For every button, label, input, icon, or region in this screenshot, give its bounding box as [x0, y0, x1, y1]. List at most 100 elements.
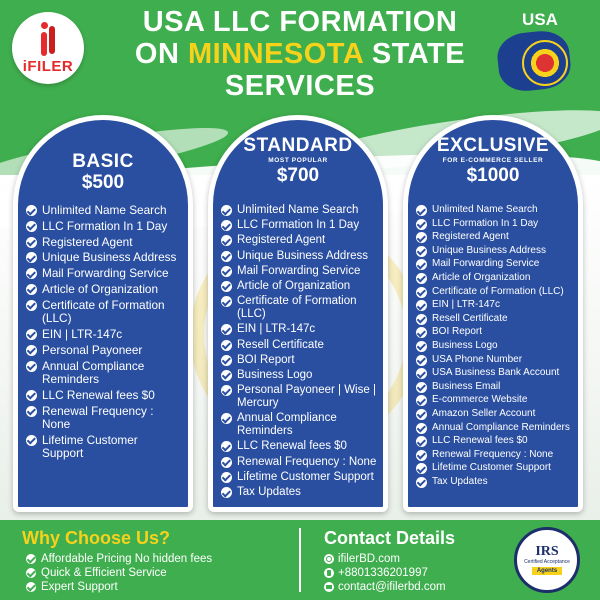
- feature-text: Resell Certificate: [237, 338, 324, 351]
- feature-text: EIN | LTR-147c: [432, 299, 500, 311]
- check-icon: [221, 339, 232, 351]
- feature-text: Article of Organization: [42, 281, 159, 296]
- feature-text: Renewal Frequency : None: [432, 448, 554, 460]
- feature-item: Business Logo: [221, 369, 377, 382]
- plan-subtitle: MOST POPULAR: [268, 157, 328, 164]
- feature-item: LLC Formation In 1 Day: [26, 219, 182, 233]
- feature-text: Certificate of Formation (LLC): [237, 295, 357, 321]
- feature-item: Tax Updates: [416, 476, 572, 488]
- check-icon: [26, 220, 37, 232]
- check-icon: [416, 259, 427, 271]
- check-icon: [221, 280, 232, 292]
- feature-text: Article of Organization: [432, 271, 531, 283]
- irs-badge-name: IRS: [535, 544, 559, 559]
- feature-item: Certificate of Formation (LLC): [221, 295, 377, 321]
- feature-text: BOI Report: [432, 326, 483, 338]
- plan-card-exclusive[interactable]: EXCLUSIVE FOR E-COMMERCE SELLER $1000 Un…: [403, 115, 583, 512]
- feature-text: Registered Agent: [432, 231, 509, 243]
- feature-item: Unlimited Name Search: [416, 204, 572, 216]
- feature-item: Personal Payoneer | Wise | Mercury: [221, 384, 377, 410]
- plan-name: EXCLUSIVE: [436, 135, 550, 156]
- check-icon: [416, 218, 427, 230]
- contact-email[interactable]: contact@ifilerbd.com: [324, 580, 446, 594]
- title-line-2: ON MINNESOTA STATE: [134, 38, 466, 70]
- check-icon: [26, 554, 36, 564]
- feature-text: Personal Payoneer | Wise | Mercury: [237, 384, 376, 410]
- feature-text: Tax Updates: [237, 486, 301, 498]
- feature-item: LLC Formation In 1 Day: [416, 218, 572, 230]
- check-icon: [416, 313, 427, 325]
- usa-label: USA: [522, 10, 558, 29]
- why-item: Quick & Efficient Service: [26, 566, 212, 580]
- feature-item: Annual Compliance Reminders: [416, 422, 572, 434]
- why-item: Affordable Pricing No hidden fees: [26, 552, 212, 566]
- check-icon: [221, 324, 232, 336]
- check-icon: [221, 385, 232, 397]
- minnesota-seal-icon: [522, 40, 568, 86]
- feature-item: Certificate of Formation (LLC): [416, 286, 572, 298]
- globe-icon: [324, 554, 334, 564]
- feature-item: Mail Forwarding Service: [416, 258, 572, 271]
- feature-item: BOI Report: [416, 326, 572, 339]
- check-icon: [26, 405, 37, 417]
- contact-website[interactable]: ifilerBD.com: [324, 552, 446, 566]
- feature-text: Unique Business Address: [42, 250, 177, 265]
- feature-item: USA Business Bank Account: [416, 367, 572, 380]
- feature-text: Article of Organization: [237, 279, 351, 292]
- feature-item: Tax Updates: [221, 486, 377, 499]
- feature-text: LLC Renewal fees $0: [432, 435, 528, 447]
- check-icon: [221, 441, 232, 453]
- ifiler-logo[interactable]: iFILER: [12, 12, 84, 84]
- feature-item: Amazon Seller Account: [416, 408, 572, 420]
- feature-item: EIN | LTR-147c: [221, 323, 377, 336]
- why-choose-list: Affordable Pricing No hidden fees Quick …: [26, 552, 212, 594]
- check-icon: [221, 296, 232, 308]
- plan-card-standard[interactable]: STANDARD MOST POPULAR $700 Unlimited Nam…: [208, 115, 388, 512]
- plan-price: $1000: [466, 165, 520, 186]
- feature-text: BOI Report: [237, 353, 295, 366]
- feature-text: Annual Compliance Reminders: [42, 358, 145, 386]
- feature-text: Lifetime Customer Support: [237, 470, 374, 483]
- check-icon: [221, 265, 232, 277]
- feature-text: Mail Forwarding Service: [42, 266, 169, 281]
- plan-name: BASIC: [72, 151, 134, 172]
- title-highlight: MINNESOTA: [187, 38, 364, 70]
- feature-text: Amazon Seller Account: [432, 407, 536, 419]
- check-icon: [221, 369, 232, 381]
- check-icon: [221, 354, 232, 366]
- check-icon: [416, 354, 427, 366]
- irs-badge-band: Agents: [531, 567, 563, 575]
- feature-item: Unique Business Address: [221, 250, 377, 263]
- contact-phone[interactable]: +8801336201997: [324, 566, 446, 580]
- feature-text: Unique Business Address: [432, 244, 546, 256]
- check-icon: [416, 232, 427, 244]
- plan-header: STANDARD MOST POPULAR $700: [213, 120, 383, 202]
- feature-item: Resell Certificate: [416, 313, 572, 325]
- irs-badge: IRS Certified Acceptance Agents: [514, 527, 580, 593]
- plan-name: STANDARD: [243, 135, 353, 156]
- feature-item: LLC Renewal fees $0: [416, 435, 572, 448]
- feature-text: Personal Payoneer: [42, 342, 143, 357]
- check-icon: [26, 360, 37, 372]
- feature-text: LLC Renewal fees $0: [42, 387, 155, 402]
- feature-item: EIN | LTR-147c: [26, 326, 182, 341]
- feature-text: EIN | LTR-147c: [42, 326, 123, 341]
- title-line-3: SERVICES: [224, 70, 376, 102]
- contact-list: ifilerBD.com +8801336201997 contact@ifil…: [324, 552, 446, 594]
- why-item: Expert Support: [26, 580, 212, 594]
- check-icon: [416, 327, 427, 339]
- why-choose-title: Why Choose Us?: [22, 528, 171, 548]
- feature-item: Business Logo: [416, 340, 572, 352]
- logo-icon: [37, 21, 59, 56]
- telegram-icon: [324, 582, 334, 592]
- check-icon: [26, 568, 36, 578]
- feature-item: USA Phone Number: [416, 354, 572, 366]
- check-icon: [416, 245, 427, 257]
- feature-text: Lifetime Customer Support: [42, 432, 138, 461]
- check-icon: [26, 389, 37, 401]
- check-icon: [221, 220, 232, 232]
- feature-text: Business Logo: [432, 339, 498, 351]
- feature-text: Business Logo: [237, 368, 313, 381]
